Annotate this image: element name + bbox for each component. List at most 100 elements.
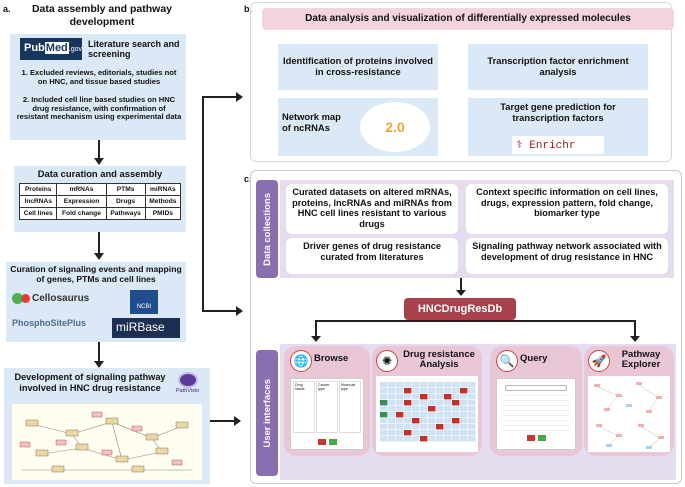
- tf-target-text: Target gene prediction for transcription…: [500, 101, 616, 123]
- crossresistance-box: Identification of proteins involved in c…: [278, 44, 438, 90]
- heatmap-cell: [388, 430, 396, 436]
- virus-icon: ✺: [376, 350, 398, 372]
- ncrna-network-text: Network map of ncRNAs: [282, 111, 341, 133]
- mirbase-text: miRBase: [116, 320, 165, 334]
- heatmap-cell: [428, 436, 436, 442]
- collection-3: Driver genes of drug resistance curated …: [286, 238, 458, 274]
- data-collections-label: Data collections: [261, 192, 273, 266]
- globe-icon: 🌐: [290, 350, 312, 372]
- query-input[interactable]: [505, 385, 567, 391]
- heatmap-cell: [404, 394, 412, 400]
- query-card[interactable]: 🔍 Query: [490, 346, 582, 456]
- panel-c-label: c.: [244, 174, 252, 184]
- enrichr-text: Enrichr: [529, 140, 576, 152]
- pathway-explorer-thumbnail: [588, 376, 670, 452]
- query-btn-green[interactable]: [537, 435, 546, 441]
- browse-card[interactable]: 🌐 Browse Drug Name Cancer type Molecule …: [284, 346, 370, 456]
- heatmap-cell: [436, 424, 444, 430]
- heatmap-cell: [444, 388, 452, 394]
- heatmap-cell: [428, 394, 436, 400]
- heatmap-cell: [412, 436, 420, 442]
- branch-horizontal: [315, 320, 635, 322]
- heatmap-cell: [428, 412, 436, 418]
- heatmap-cell: [380, 400, 388, 406]
- heatmap-cell: [388, 406, 396, 412]
- arrow-a3: [98, 342, 100, 364]
- cur-cell: Proteins: [18, 183, 58, 196]
- db-name-box: HNCDrugResDb: [404, 298, 516, 320]
- cur-cell: lncRNAs: [18, 195, 58, 208]
- heatmap-cell: [460, 412, 468, 418]
- heatmap-cell: [452, 382, 460, 388]
- heatmap-cell: [380, 406, 388, 412]
- heatmap-cell: [380, 388, 388, 394]
- browse-col: Drug Name: [293, 381, 315, 433]
- heatmap-cell: [468, 388, 476, 394]
- heatmap-cell: [388, 412, 396, 418]
- heatmap-cell: [428, 382, 436, 388]
- browse-col: Molecule type: [339, 381, 361, 433]
- heatmap-cell: [436, 406, 444, 412]
- heatmap-cell: [380, 412, 388, 418]
- branch-right-head: [630, 336, 640, 342]
- heatmap-cell: [404, 430, 412, 436]
- heatmap-cell: [412, 394, 420, 400]
- heatmap-cell: [380, 430, 388, 436]
- heatmap-cell: [460, 430, 468, 436]
- heatmap-cell: [420, 382, 428, 388]
- heatmap-cell: [460, 382, 468, 388]
- drug-heatmap: [376, 376, 478, 452]
- heatmap-cell: [436, 400, 444, 406]
- mapping-box: Curation of signaling events and mapping…: [6, 262, 186, 342]
- heatmap-cell: [404, 436, 412, 442]
- heatmap-cell: [412, 388, 420, 394]
- connector-to-c-head: [236, 306, 243, 316]
- connector-from-a-dev: [210, 420, 236, 422]
- panel-c-frame: [250, 170, 682, 484]
- eye-icon: [177, 372, 198, 388]
- heatmap-cell: [412, 406, 420, 412]
- pubmed-pub: Pub: [24, 42, 45, 54]
- step2-text: 2. Included cell line based studies on H…: [16, 95, 182, 122]
- mapping-title: Curation of signaling events and mapping…: [10, 264, 182, 284]
- curation-title: Data curation and assembly: [37, 168, 163, 179]
- heatmap-cell: [396, 424, 404, 430]
- pathway-explorer-card[interactable]: 🚀 Pathway Explorer: [584, 346, 674, 456]
- browse-btn-green[interactable]: [328, 439, 337, 445]
- tf-target-box: Target gene prediction for transcription…: [468, 98, 648, 156]
- heatmap-cell: [380, 418, 388, 424]
- heatmap-cell: [436, 412, 444, 418]
- query-screenshot: [496, 378, 576, 450]
- heatmap-cell: [468, 418, 476, 424]
- cur-cell: miRNAs: [144, 183, 182, 196]
- heatmap-cell: [412, 400, 420, 406]
- drug-analysis-card[interactable]: ✺ Drug resistance Analysis: [372, 346, 482, 456]
- collection-1: Curated datasets on altered mRNAs, prote…: [286, 184, 458, 234]
- network-logo: 2.0: [360, 102, 430, 152]
- heatmap-cell: [420, 430, 428, 436]
- heatmap-cell: [444, 424, 452, 430]
- pathway-explorer-title: Pathway Explorer: [621, 349, 661, 371]
- pubmed-med: Med: [44, 42, 69, 54]
- heatmap-cell: [420, 400, 428, 406]
- heatmap-cell: [388, 424, 396, 430]
- heatmap-cell: [468, 412, 476, 418]
- heatmap-cell: [396, 406, 404, 412]
- collection-4: Signaling pathway network associated wit…: [466, 238, 668, 274]
- heatmap-cell: [444, 400, 452, 406]
- heatmap-cell: [444, 418, 452, 424]
- cellosaurus-text: Cellosaurus: [32, 293, 90, 304]
- connector-to-b: [202, 96, 236, 98]
- heatmap-cell: [404, 418, 412, 424]
- heatmap-cell: [388, 382, 396, 388]
- heatmap-cell: [468, 394, 476, 400]
- heatmap-cell: [420, 418, 428, 424]
- browse-col-title: Drug Name: [295, 383, 305, 391]
- branch-right: [634, 320, 636, 338]
- connector-from-a-dev-head: [234, 416, 241, 426]
- browse-btn-red[interactable]: [317, 439, 326, 445]
- query-btn-red[interactable]: [526, 435, 535, 441]
- heatmap-cell: [436, 436, 444, 442]
- heatmap-cell: [468, 406, 476, 412]
- heatmap-cell: [404, 388, 412, 394]
